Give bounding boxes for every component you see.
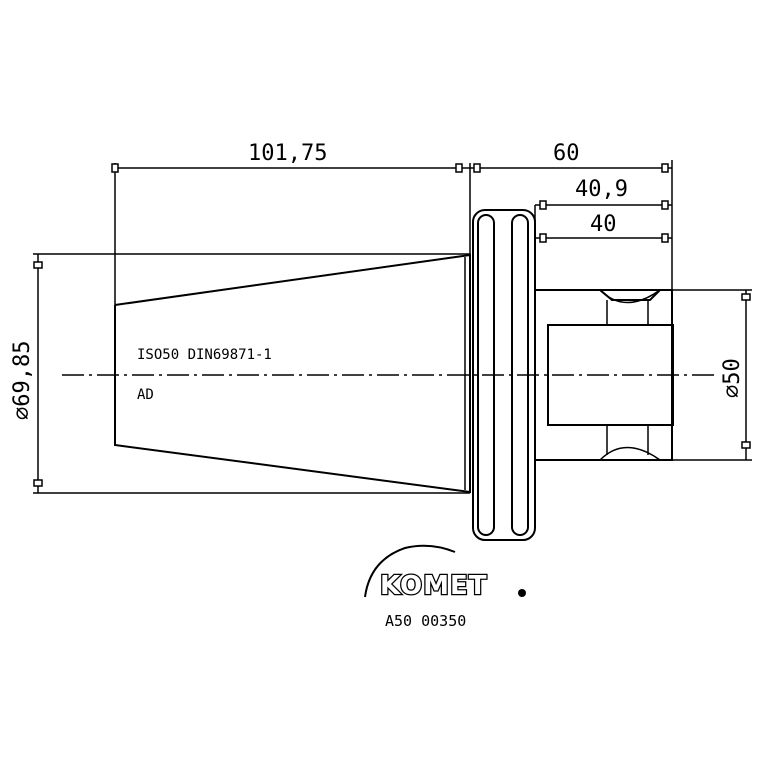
dim-taper-length-label: 101,75 xyxy=(248,141,327,166)
dim-total-length-label: 60 xyxy=(553,141,580,166)
dim-flange-diameter-label: ⌀69,85 xyxy=(10,341,35,420)
shank xyxy=(535,289,674,461)
flange xyxy=(472,209,536,541)
dim-shank-length-a-label: 40,9 xyxy=(575,177,628,202)
dim-shank-length-b-label: 40 xyxy=(590,212,617,237)
standard-note: ISO50 DIN69871-1 xyxy=(137,347,272,363)
logo-dot xyxy=(518,589,526,597)
variant-note: AD xyxy=(137,387,154,403)
logo-text: KOMET xyxy=(380,571,487,601)
dim-total-length: 60 xyxy=(470,141,673,290)
dim-taper-length: 101,75 xyxy=(111,141,471,305)
dim-shank-diameter: ⌀50 xyxy=(672,289,752,461)
part-number: A50 00350 xyxy=(385,612,466,630)
logo-arc xyxy=(364,544,456,598)
dim-shank-length-a: 40,9 xyxy=(535,177,672,210)
taper-body xyxy=(114,253,471,494)
dim-shank-diameter-label: ⌀50 xyxy=(720,358,745,398)
dim-shank-length-b: 40 xyxy=(534,205,672,245)
komet-logo: KOMET xyxy=(364,544,526,602)
dim-flange-diameter: ⌀69,85 xyxy=(10,253,470,494)
